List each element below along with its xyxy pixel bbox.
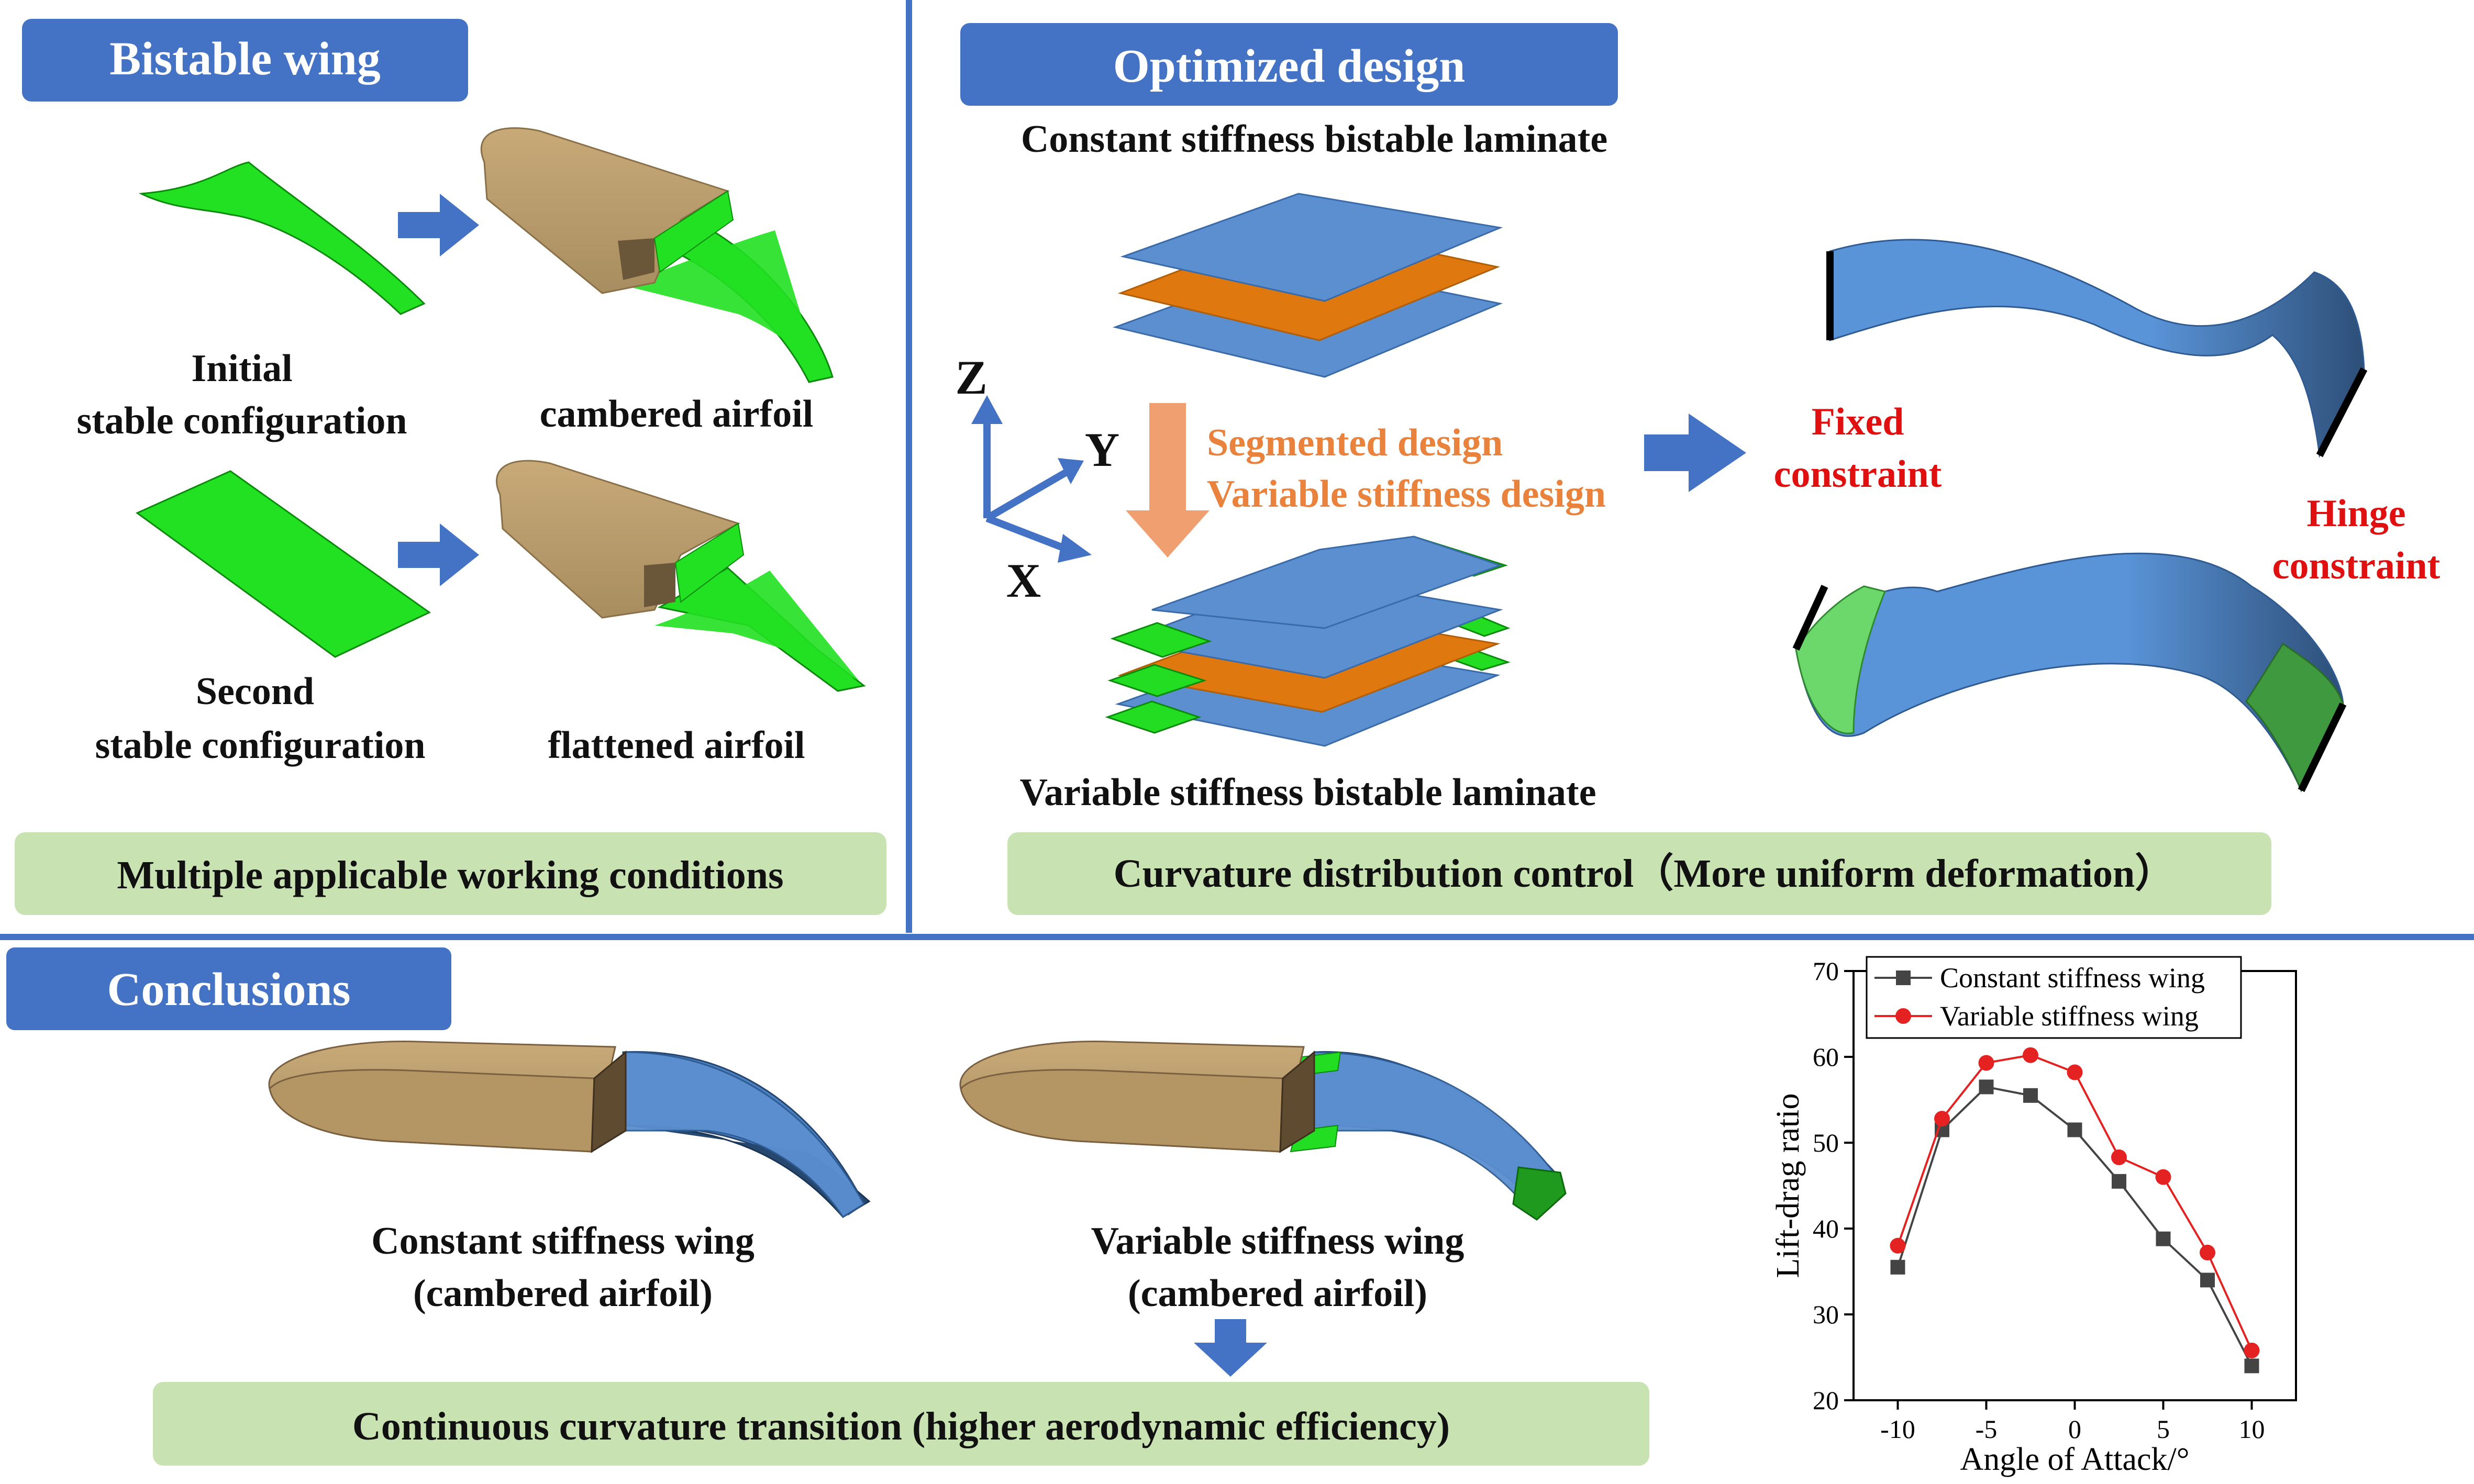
panel-dividers [0, 0, 2474, 940]
initial-plate [138, 161, 426, 315]
constant-wing-label-line1: Constant stiffness wing [371, 1220, 755, 1263]
variable-wing-label-line1: Variable stiffness wing [1091, 1220, 1465, 1263]
cambered-airfoil-label: cambered airfoil [540, 393, 814, 436]
x-tick-label: -5 [1976, 1414, 1998, 1444]
conclusions-panel: Conclusions Constant stiffness wing (cam… [6, 947, 1649, 1466]
legend-marker-square [1896, 970, 1911, 985]
fixed-label-line1: Fixed [1812, 400, 1904, 443]
bistable-footer-box [15, 832, 886, 915]
initial-label-line1: Initial [191, 347, 292, 390]
data-point-square [1979, 1079, 1994, 1095]
data-point-circle [2023, 1047, 2038, 1063]
conclusions-title-box [6, 947, 451, 1030]
conclusions-footer-box [153, 1382, 1649, 1466]
data-point-circle [2200, 1244, 2215, 1260]
bistable-footer: Multiple applicable working conditions [117, 853, 783, 897]
series-line [1896, 1054, 2253, 1351]
data-point-square [2244, 1358, 2259, 1374]
variable-wing-label-line2: (cambered airfoil) [1128, 1272, 1427, 1315]
optimized-panel: Optimized design Constant stiffness bist… [955, 23, 2440, 915]
variable-stiffness-wing [959, 1041, 1567, 1221]
flattened-airfoil [496, 460, 866, 692]
x-tick-label: -10 [1880, 1414, 1915, 1444]
design-note-2: Variable stiffness design [1207, 473, 1606, 516]
legend-marker-circle [1895, 1008, 1911, 1024]
legend-label: Variable stiffness wing [1940, 1000, 2199, 1032]
data-point-circle [1978, 1055, 1994, 1071]
data-point-circle [1890, 1237, 1906, 1254]
axis-y-label: Y [1085, 423, 1119, 476]
y-tick-label: 30 [1813, 1300, 1839, 1329]
conclusions-footer: Continuous curvature transition (higher … [352, 1404, 1450, 1448]
hinge-label-line1: Hinge [2306, 492, 2405, 535]
constant-wing-label-line2: (cambered airfoil) [413, 1272, 713, 1315]
x-tick-label: 0 [2068, 1414, 2081, 1444]
hinge-label-line2: constraint [2272, 544, 2440, 587]
y-tick-label: 50 [1813, 1128, 1839, 1157]
y-tick-label: 70 [1813, 956, 1839, 986]
design-note-1: Segmented design [1207, 421, 1503, 464]
optimized-title-box [960, 23, 1618, 106]
constant-laminate-label: Constant stiffness bistable laminate [1021, 118, 1607, 161]
arrow-down-icon [1126, 403, 1210, 557]
y-tick-label: 60 [1813, 1042, 1839, 1072]
data-point-square [2200, 1273, 2215, 1288]
data-point-circle [2244, 1342, 2260, 1358]
arrow-right-icon [398, 523, 479, 586]
data-point-square [2112, 1174, 2126, 1189]
x-tick-label: 10 [2239, 1414, 2265, 1444]
bistable-title-box [22, 19, 468, 102]
constant-stiffness-wing [268, 1041, 871, 1219]
optimized-title: Optimized design [1113, 40, 1466, 92]
fixed-label-line2: constraint [1774, 453, 1942, 496]
variable-deformed-strip [1792, 552, 2347, 793]
bistable-panel: Bistable wing Initial stable configurati… [15, 19, 886, 915]
y-tick-label: 40 [1813, 1214, 1839, 1243]
conclusions-title: Conclusions [107, 964, 350, 1016]
data-point-circle [2067, 1064, 2083, 1080]
data-point-square [2067, 1122, 2082, 1137]
bistable-title: Bistable wing [109, 33, 381, 85]
data-point-square [2156, 1231, 2171, 1246]
optimized-footer: Curvature distribution control（More unif… [1114, 852, 2175, 896]
data-point-circle [1934, 1111, 1950, 1127]
axis-z-label: Z [955, 351, 987, 404]
constant-deformed-strip [1826, 239, 2368, 458]
data-point-square [2023, 1088, 2038, 1103]
data-point-circle [2111, 1149, 2127, 1165]
second-plate [136, 470, 431, 658]
data-point-circle [2155, 1169, 2171, 1185]
arrow-down-icon [1194, 1319, 1267, 1377]
y-tick-label: 20 [1813, 1386, 1839, 1415]
arrow-right-icon [398, 194, 479, 256]
legend-label: Constant stiffness wing [1940, 962, 2205, 994]
cambered-airfoil [480, 127, 834, 383]
second-label-line1: Second [196, 670, 314, 713]
variable-laminate-stack [1105, 535, 1511, 747]
legend-box [1866, 956, 2242, 1039]
axes-triad [971, 395, 1092, 563]
data-point-square [1890, 1259, 1905, 1275]
axis-x-label: X [1006, 554, 1041, 607]
initial-label-line2: stable configuration [76, 399, 407, 442]
y-axis-label: Lift-drag ratio [1770, 1094, 1806, 1278]
variable-laminate-label: Variable stiffness bistable laminate [1019, 771, 1596, 814]
arrow-right-icon [1644, 414, 1746, 492]
x-tick-label: 5 [2157, 1414, 2170, 1444]
constant-laminate-stack [1112, 193, 1503, 378]
second-label-line2: stable configuration [95, 724, 425, 767]
optimized-footer-box [1007, 832, 2271, 915]
x-axis-label: Angle of Attack/° [1960, 1442, 2189, 1477]
flattened-airfoil-label: flattened airfoil [548, 724, 805, 767]
